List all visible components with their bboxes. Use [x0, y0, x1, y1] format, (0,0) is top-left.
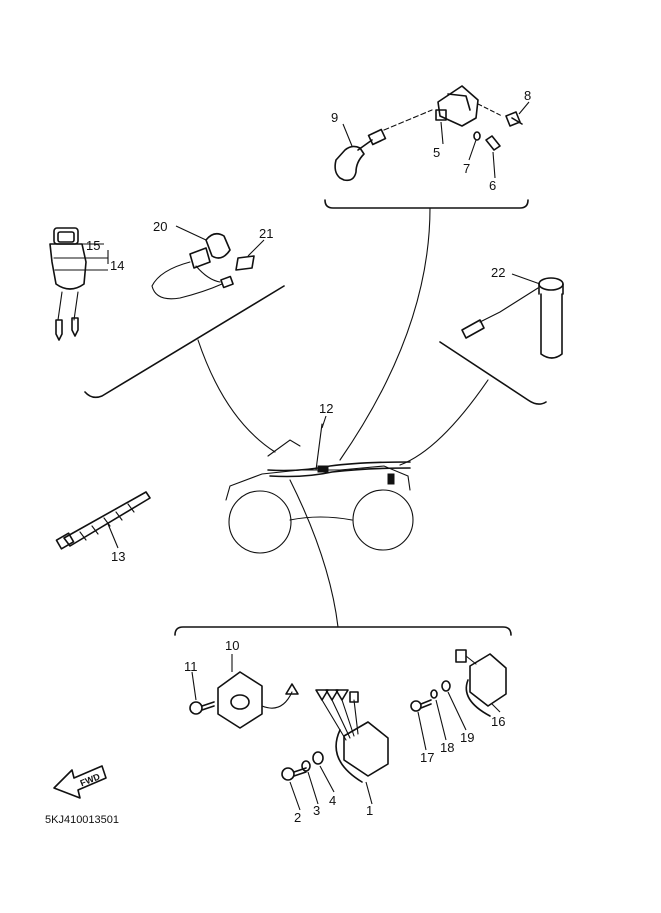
washer-4: [312, 751, 324, 765]
cable-tie: [55, 491, 151, 550]
label-1: 1: [366, 803, 373, 818]
main-switch: [49, 227, 87, 341]
diagram-code: 5KJ410013501: [45, 814, 119, 826]
label-18: 18: [440, 740, 454, 755]
group-bracket-top: [324, 199, 529, 461]
label-11: 11: [184, 659, 198, 674]
label-8: 8: [524, 88, 531, 103]
washer-18: [430, 689, 438, 699]
group-bracket-bottom: [174, 479, 512, 636]
label-17: 17: [420, 750, 434, 765]
label-5: 5: [433, 145, 440, 160]
sensor-22: [461, 277, 564, 359]
bolt-11: [189, 701, 215, 715]
atv-silhouette: [225, 439, 414, 554]
label-20: 20: [153, 219, 167, 234]
bolt-8: [505, 111, 523, 127]
label-9: 9: [331, 110, 338, 125]
leader-lines: [80, 101, 541, 811]
label-22: 22: [491, 265, 505, 280]
bolt-2: [281, 767, 307, 781]
label-12: 12: [319, 401, 333, 416]
neutral-switch-lead: [151, 232, 255, 300]
label-16: 16: [491, 714, 505, 729]
label-13: 13: [111, 549, 125, 564]
wire-harness: [267, 423, 411, 485]
washer-7: [473, 131, 481, 141]
label-7: 7: [463, 161, 470, 176]
group-bracket-left: [84, 285, 285, 453]
label-19: 19: [460, 730, 474, 745]
label-10: 10: [225, 638, 239, 653]
washer-3: [301, 760, 311, 772]
label-15: 15: [86, 238, 100, 253]
label-4: 4: [329, 793, 336, 808]
group-bracket-right: [399, 341, 547, 466]
rectifier-10: [217, 671, 299, 729]
cdi-unit-16: [455, 649, 507, 717]
forward-arrow-icon: FWD: [53, 765, 107, 799]
label-6: 6: [489, 178, 496, 193]
label-14: 14: [110, 258, 124, 273]
bolt-17: [410, 699, 432, 712]
ignition-coil-1: [315, 689, 389, 783]
spark-plug-cap: [334, 109, 433, 182]
label-2: 2: [294, 810, 301, 825]
washer-19: [441, 680, 451, 692]
label-21: 21: [259, 226, 273, 241]
label-3: 3: [313, 803, 320, 818]
bolt-6: [485, 135, 501, 151]
ignition-coil-top: [435, 85, 503, 127]
